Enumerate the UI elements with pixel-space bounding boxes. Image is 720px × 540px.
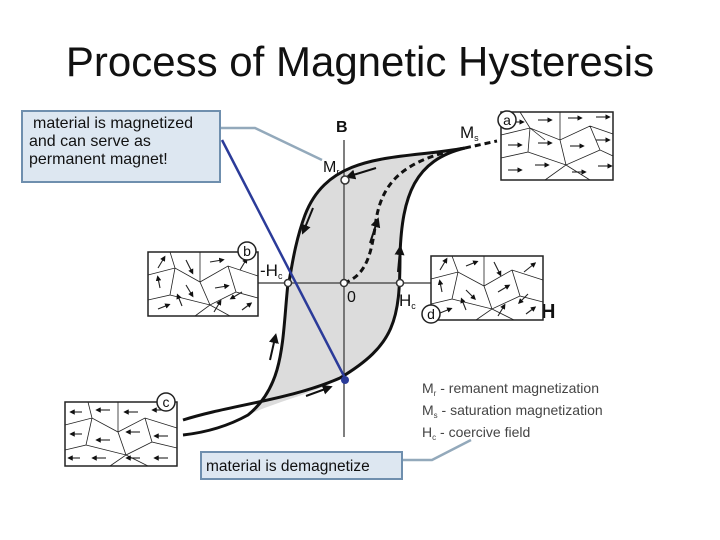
connector-line-bottom bbox=[403, 438, 472, 462]
initial-magnetization-curve bbox=[343, 146, 466, 285]
legend: Mr - remanent magnetization Ms - saturat… bbox=[422, 380, 603, 442]
direction-arrow bbox=[369, 217, 381, 244]
remanence-point bbox=[340, 175, 350, 185]
direction-arrow bbox=[269, 333, 279, 361]
marker-d: d bbox=[421, 304, 441, 324]
svg-text:d: d bbox=[427, 306, 435, 322]
domain-box-c bbox=[64, 401, 178, 467]
marker-c: c bbox=[156, 392, 176, 412]
domain-box-b bbox=[147, 251, 259, 317]
direction-arrow bbox=[394, 245, 405, 273]
b-axis-label: B bbox=[336, 119, 348, 136]
ms-label: Ms bbox=[460, 123, 479, 143]
svg-text:a: a bbox=[503, 112, 511, 128]
domain-box-a bbox=[500, 111, 614, 181]
saturation-extension bbox=[464, 139, 498, 150]
legend-item-mr: Mr - remanent magnetization bbox=[422, 380, 599, 398]
svg-text:c: c bbox=[163, 394, 170, 410]
marker-a: a bbox=[497, 110, 517, 130]
slide-title: Process of Magnetic Hysteresis bbox=[65, 38, 655, 85]
h-axis-label: H bbox=[541, 301, 555, 323]
legend-item-ms: Ms - saturation magnetization bbox=[422, 402, 603, 420]
direction-arrow bbox=[345, 167, 377, 180]
demagnetization-line bbox=[220, 139, 348, 381]
callout-line: material is magnetized bbox=[33, 115, 194, 132]
origin-point bbox=[339, 278, 349, 288]
hysteresis-loop-area bbox=[248, 148, 465, 415]
hc-label: Hc bbox=[399, 291, 416, 311]
neg-coercive-point bbox=[283, 278, 293, 288]
connector-line-top bbox=[221, 126, 323, 162]
svg-text:b: b bbox=[243, 243, 251, 259]
magnetized-callout: material is magnetized and can serve as … bbox=[21, 110, 221, 183]
mr-label: Mr bbox=[323, 159, 339, 177]
direction-arrow bbox=[301, 207, 314, 235]
origin-label: 0 bbox=[347, 289, 356, 306]
legend-item-hc: Hc - coercive field bbox=[422, 424, 530, 442]
direction-arrow bbox=[305, 385, 333, 397]
neg-hc-label: -Hc bbox=[260, 261, 283, 281]
coercive-point bbox=[395, 278, 405, 288]
callout-line: permanent magnet! bbox=[29, 151, 168, 168]
demagnetized-callout: material is demagnetize bbox=[200, 451, 403, 480]
lower-branch-curve bbox=[182, 146, 466, 422]
domain-box-d bbox=[430, 255, 544, 321]
neg-remanence-point bbox=[341, 376, 349, 384]
marker-b: b bbox=[237, 241, 257, 261]
callout-line: and can serve as bbox=[29, 133, 151, 150]
